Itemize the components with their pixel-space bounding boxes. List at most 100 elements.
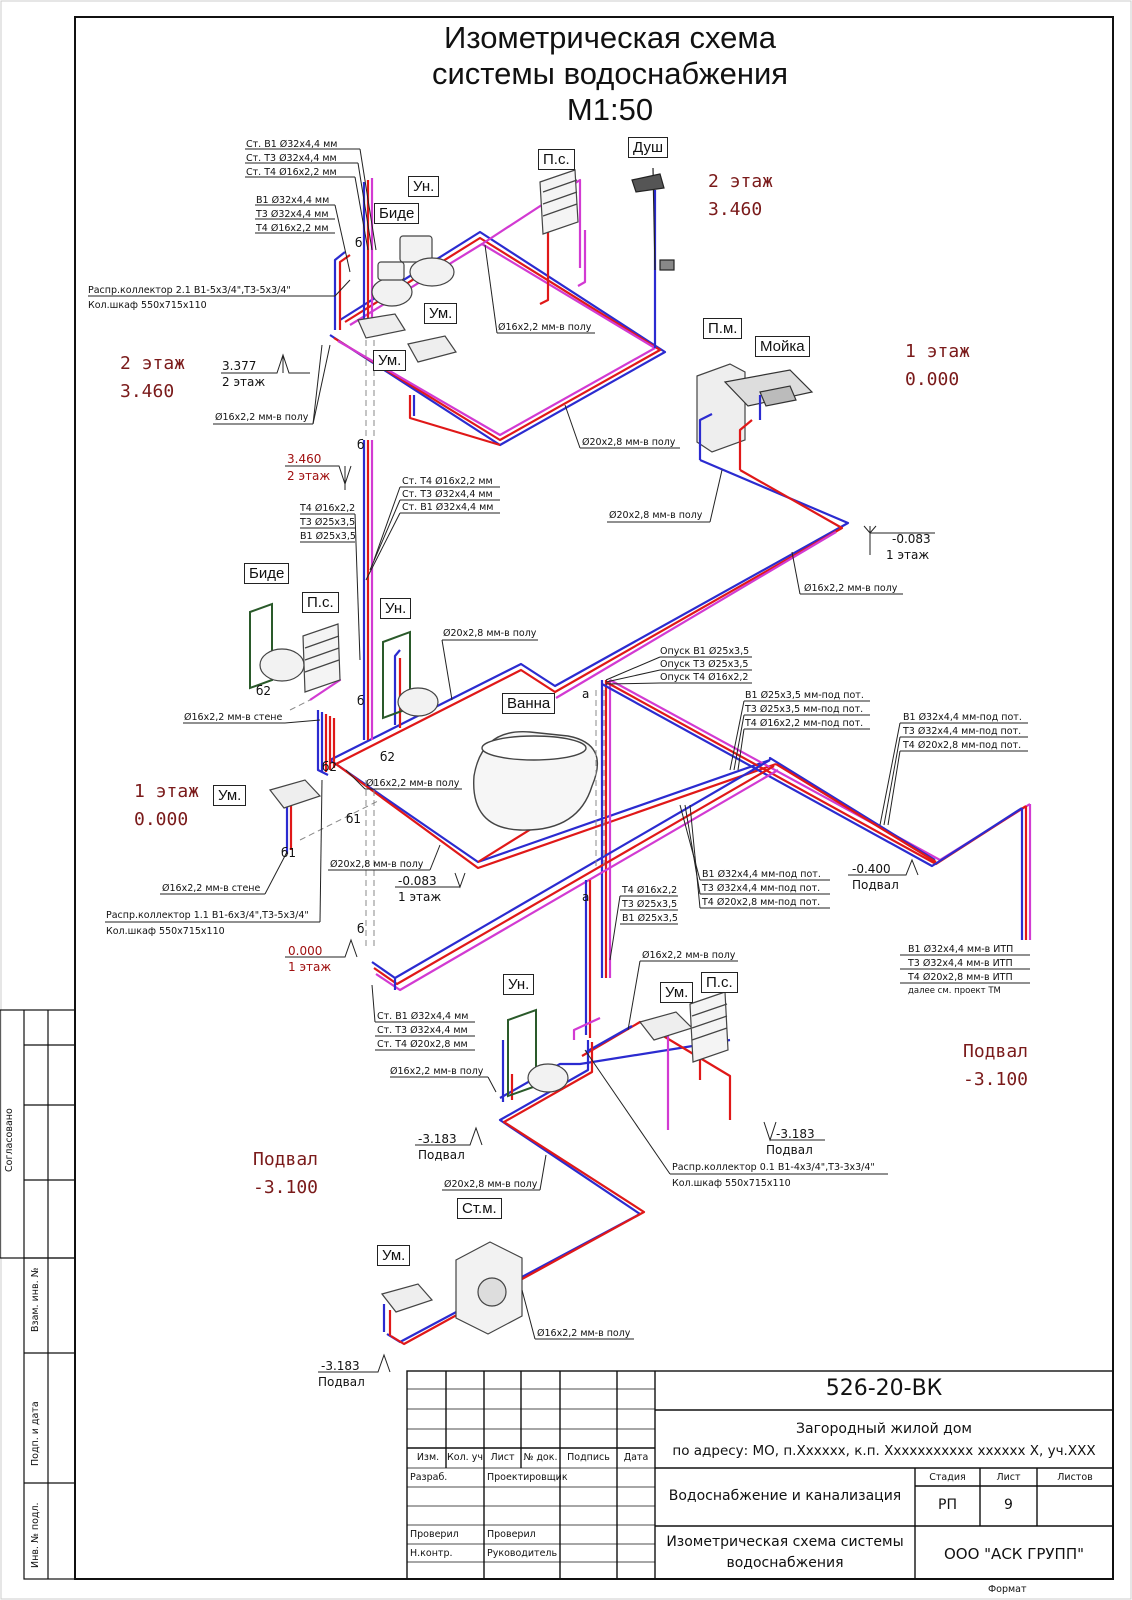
label-low-st-1: Ст. В1 Ø32х4,4 мм xyxy=(377,1011,469,1022)
label-collector-11-2: Кол.шкаф 550х715х110 xyxy=(106,926,225,937)
label-under-ceiling1-1: В1 Ø25х3,5 мм-под пот. xyxy=(745,690,864,701)
fixture-label-bidet-mid: Биде xyxy=(244,563,290,584)
label-top-coll-2: Т3 Ø32х4,4 мм xyxy=(256,209,329,220)
washbasin-basement-1 xyxy=(638,1011,694,1041)
mark-m3183-bottom-value: -3.183 xyxy=(321,1359,360,1373)
mark-m0083-mid-value: -0.083 xyxy=(398,874,437,888)
label-opusk-1: Опуск В1 Ø25х3,5 xyxy=(660,646,750,657)
label-p16-floor-mid: Ø16х2,2 мм-в полу xyxy=(366,778,460,789)
mark-m3183-left-label: Подвал xyxy=(418,1148,465,1162)
label-p16-floor-low2: Ø16х2,2 мм-в полу xyxy=(390,1066,484,1077)
title-line1: Изометрическая схема xyxy=(444,20,776,55)
washbasin-mid xyxy=(268,779,322,809)
mark-3460-value: 3.460 xyxy=(287,452,322,466)
mark-m0400-value: -0.400 xyxy=(852,862,891,876)
title-line2: системы водоснабжения xyxy=(431,56,789,91)
towel-rail-basement xyxy=(689,991,729,1063)
title-block-stadia-label: Стадия xyxy=(929,1472,966,1483)
title-block-col-izm: Изм. xyxy=(416,1452,440,1463)
riser-letter-b-floor1: б xyxy=(357,694,365,708)
pipe-magenta-floor1 xyxy=(555,531,837,699)
fixture-label-washing-machine: Ст.м. xyxy=(457,1198,502,1219)
level-floor1-left-name: 1 этаж xyxy=(134,781,200,802)
fixture-label-bathtub: Ванна xyxy=(502,693,556,714)
label-low-st-3: Ст. Т4 Ø20х2,8 мм xyxy=(377,1039,468,1050)
fixture-label-toilet-basement: Ун. xyxy=(503,974,535,995)
side-stamp-soglasovano: Согласовано xyxy=(4,1108,15,1172)
fixture-label-washbasin-top-2: Ум. xyxy=(373,350,407,371)
shower-fixture xyxy=(631,167,675,271)
title-block-drawing-2: водоснабжения xyxy=(726,1555,844,1571)
label-p16-floor-base: Ø16х2,2 мм-в полу xyxy=(537,1328,631,1339)
label-opusk-3: Опуск Т4 Ø16х2,2 xyxy=(660,672,749,683)
label-p16-floor-low: Ø16х2,2 мм-в полу xyxy=(642,950,736,961)
label-low-small-2: Т3 Ø25х3,5 xyxy=(622,899,678,910)
level-basement-right-name: Подвал xyxy=(963,1041,1029,1062)
toilet-top xyxy=(399,235,455,287)
label-mid-st-3: Ст. В1 Ø32х4,4 мм xyxy=(402,502,494,513)
riser-letter-a-top: а xyxy=(582,687,590,701)
mark-0000-value: 0.000 xyxy=(288,944,323,958)
mark-m0083-mid-label: 1 этаж xyxy=(398,890,442,904)
label-low-small-1: Т4 Ø16х2,2 xyxy=(622,885,678,896)
mark-m3183-bottom-label: Подвал xyxy=(318,1375,365,1389)
level-floor2-right-mark: 3.460 xyxy=(708,199,763,220)
label-p16-wall-low: Ø16х2,2 мм-в стене xyxy=(162,883,261,894)
side-stamp-inv: Инв. № подл. xyxy=(30,1502,41,1568)
riser-letter-b1-mid: б1 xyxy=(346,812,362,826)
bidet-mid-fixture xyxy=(249,602,273,690)
label-mid-small-1: Т4 Ø16х2,2 xyxy=(300,503,356,514)
pipes-floor1 xyxy=(285,395,1032,992)
riser-letter-b1-washbasin: б1 xyxy=(281,846,297,860)
label-top-coll-1: В1 Ø32х4,4 мм xyxy=(256,195,330,206)
title-block-proveril: Проверил xyxy=(410,1529,459,1540)
fixture-label-washbasin-basement: Ум. xyxy=(660,982,694,1003)
level-basement-left-name: Подвал xyxy=(253,1149,319,1170)
label-p16-floor-top: Ø16х2,2 мм-в полу xyxy=(498,322,592,333)
pipe-blue-floor1-main xyxy=(328,458,850,864)
label-p20-floor-top: Ø20х2,8 мм-в полу xyxy=(582,437,676,448)
fixture-label-towel-rail-basement: П.с. xyxy=(701,972,738,993)
level-basement-left-mark: -3.100 xyxy=(253,1177,319,1198)
fixture-label-washbasin-basement-2: Ум. xyxy=(377,1245,411,1266)
label-under-ceiling3-2: Т3 Ø32х4,4 мм-под пот. xyxy=(702,883,821,894)
mark-0000-label: 1 этаж xyxy=(288,960,332,974)
label-low-small-3: В1 Ø25х3,5 xyxy=(622,913,678,924)
fixture-label-toilet-top: Ун. xyxy=(408,176,440,197)
mark-m3183-left-value: -3.183 xyxy=(418,1132,457,1146)
label-collector-11-1: Распр.коллектор 1.1 В1-6х3/4",Т3-5х3/4" xyxy=(106,910,309,921)
label-under-ceiling1-3: Т4 Ø16х2,2 мм-под пот. xyxy=(745,718,864,729)
title-block-list-label: Лист xyxy=(996,1472,1021,1483)
mark-3377-value: 3.377 xyxy=(222,359,257,373)
level-floor2-left-name: 2 этаж xyxy=(120,353,186,374)
label-p16-wall-mid: Ø16х2,2 мм-в стене xyxy=(184,712,283,723)
fixture-label-kitchen-sink: Мойка xyxy=(755,336,810,357)
mark-m3183-right-label: Подвал xyxy=(766,1143,813,1157)
level-marks xyxy=(221,353,935,1373)
label-under-ceiling3-3: Т4 Ø20х2,8 мм-под пот. xyxy=(702,897,821,908)
fixture-label-toilet-mid: Ун. xyxy=(380,598,412,619)
label-collector-01-2: Кол.шкаф 550х715х110 xyxy=(672,1178,791,1189)
label-top-coll-3: Т4 Ø16х2,2 мм xyxy=(256,223,329,234)
title-block-object-2: по адресу: МО, п.Хххххх, к.п. Хххххххххх… xyxy=(672,1443,1096,1459)
label-top-st-1: Ст. В1 Ø32х4,4 мм xyxy=(246,139,338,150)
title-block-nkontr-name: Руководитель xyxy=(487,1548,558,1559)
title-block-grid xyxy=(406,1370,1114,1580)
title-block-col-kol: Кол. уч xyxy=(447,1452,483,1463)
title-block-col-list: Лист xyxy=(490,1452,515,1463)
title-block-stadia: РП xyxy=(938,1497,957,1513)
level-floor1-right-mark: 0.000 xyxy=(905,369,960,390)
label-p20-floor-right: Ø20х2,8 мм-в полу xyxy=(609,510,703,521)
mark-m0083-right-value: -0.083 xyxy=(892,532,931,546)
mark-m3183-right-value: -3.183 xyxy=(776,1127,815,1141)
label-under-ceiling2-1: В1 Ø32х4,4 мм-под пот. xyxy=(903,712,1022,723)
label-top-st-2: Ст. Т3 Ø32х4,4 мм xyxy=(246,153,337,164)
label-collector-01-1: Распр.коллектор 0.1 В1-4х3/4",Т3-3х3/4" xyxy=(672,1162,875,1173)
label-p16-floor-right: Ø16х2,2 мм-в полу xyxy=(804,583,898,594)
towel-rail-top xyxy=(539,169,579,235)
leader-lines xyxy=(88,148,1030,1340)
riser-letter-b-floor2: б xyxy=(357,438,365,452)
riser-letter-b-top: б xyxy=(355,236,363,250)
level-floor1-right-name: 1 этаж xyxy=(905,341,971,362)
